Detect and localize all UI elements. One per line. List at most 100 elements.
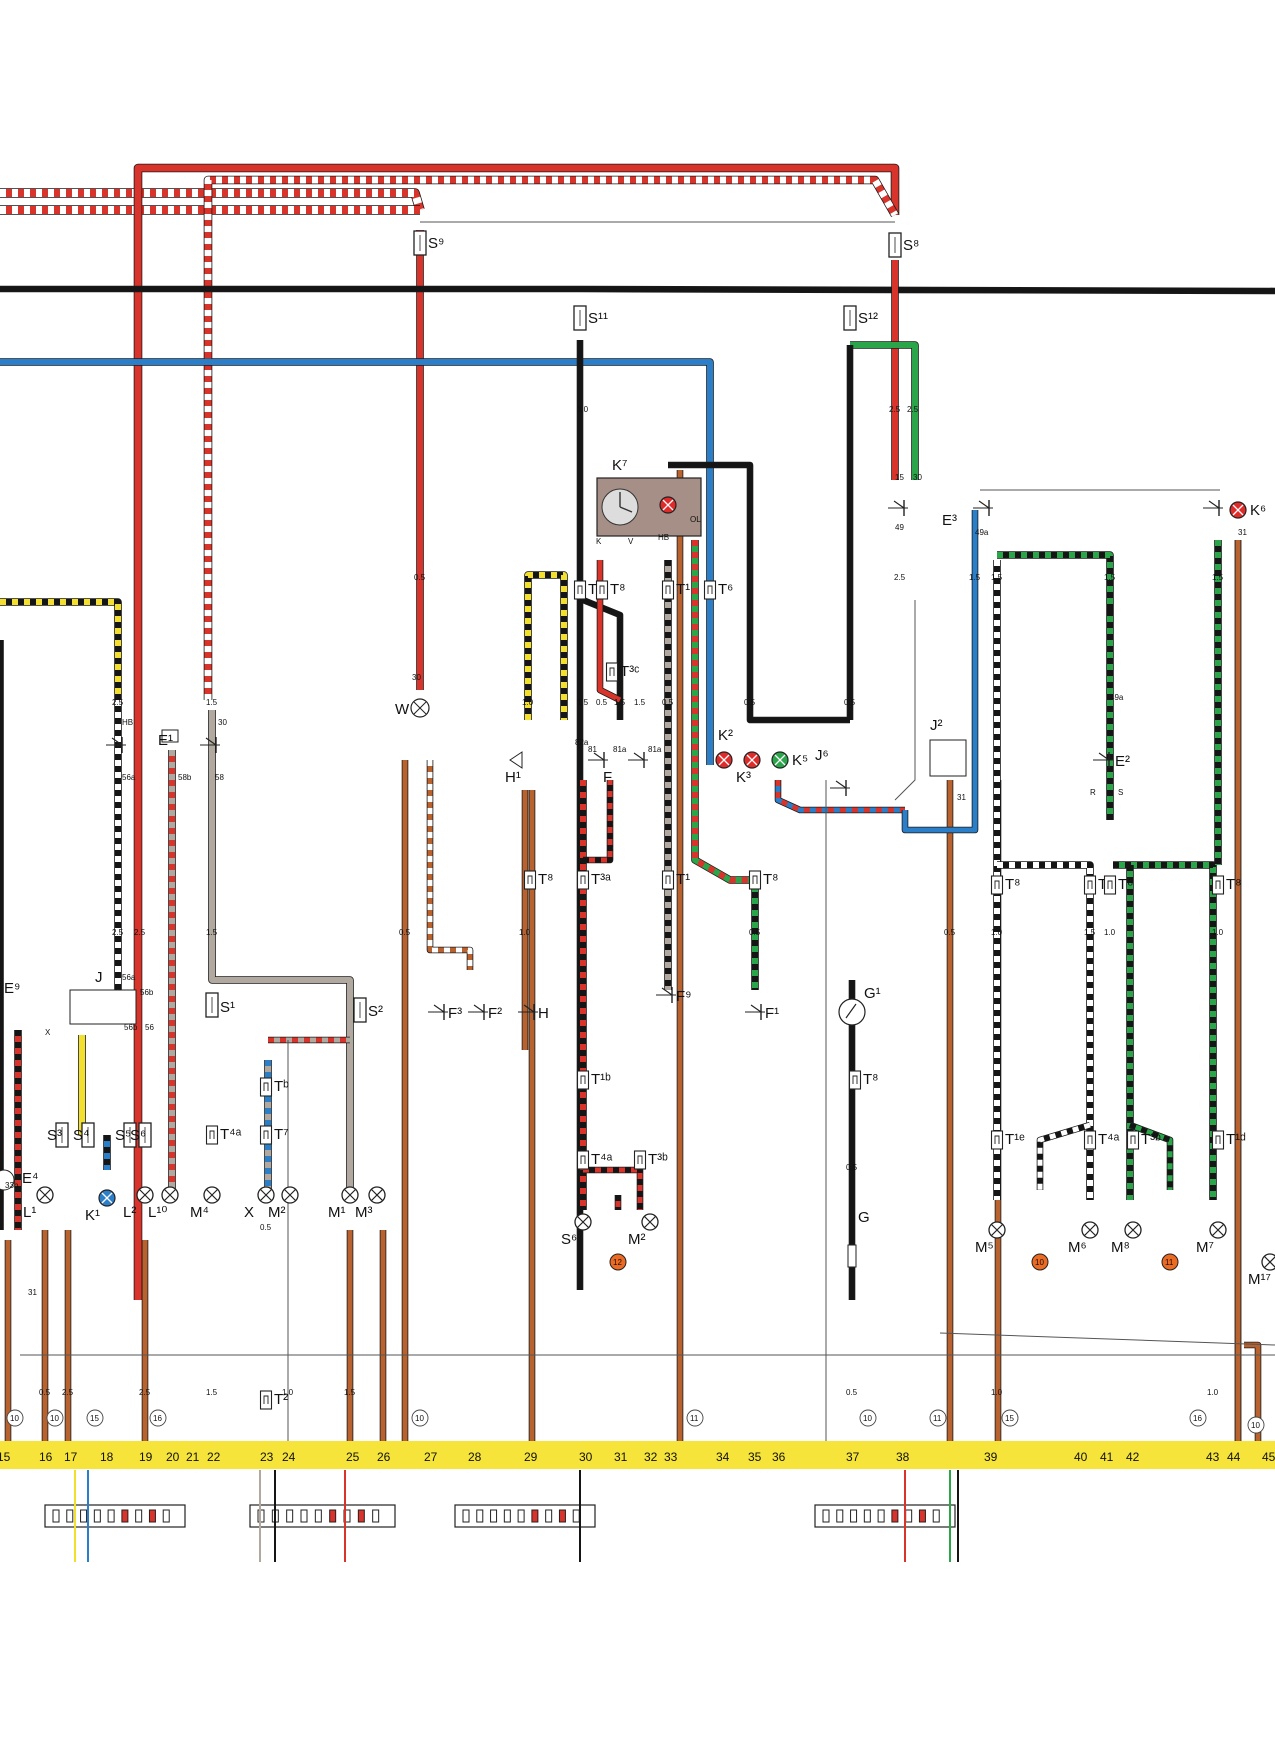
connector-pin [877,1509,885,1523]
wire-gauge-label: 1.0 [991,1388,1003,1397]
current-track-number: 21 [186,1450,200,1464]
wire-gauge-label: 0.5 [414,573,426,582]
terminal-label: 56b [124,1023,138,1032]
circled-ref: 15 [1005,1414,1014,1423]
wire-black-yellow-left [0,599,121,700]
connector-pin [314,1509,322,1523]
label-k3: K³ [736,769,751,786]
terminal-label: X [45,1028,51,1037]
label-s1: S¹ [220,999,235,1016]
warning-lamp-ref: 11 [1165,1258,1174,1267]
wire-gauge-label: 1.5 [969,573,981,582]
wire-gauge-label: 1.0 [991,928,1003,937]
wire-green-red-k3-stripe [692,540,755,883]
circled-ref-ring [929,1409,947,1427]
current-track-number: 40 [1074,1450,1088,1464]
connector-pin [162,1509,170,1523]
label-k6: K⁶ [1250,502,1266,519]
connector-pin [66,1509,74,1523]
connector-pin [490,1509,498,1523]
wire-gauge-label: 2.5 [62,1388,74,1397]
bulb-M³ [368,1186,386,1204]
label-w: W [395,701,410,718]
label-s2: S² [368,1003,383,1020]
current-track-number: 31 [614,1450,628,1464]
label-bulb: L¹⁰ [148,1204,167,1221]
wire-black-white-m6-outline [997,861,1094,1200]
wire-black-white-m6-stripe [997,862,1093,1200]
label-bulb: L¹ [23,1204,36,1221]
terminal-label: OL [690,515,701,524]
circled-ref-ring [1189,1409,1207,1427]
wire-gauge-label: 1.5 [344,1388,356,1397]
connector-T⁷ [259,1125,273,1145]
label-connector: T¹ [676,581,690,598]
label-s8: S⁸ [903,237,919,254]
warning-lamp-orange [609,1253,627,1271]
clock-hands [619,492,633,513]
label-switch: F⁹ [676,988,692,1005]
label-fuse: S⁶ [130,1127,146,1144]
horn-w-cross [413,701,427,715]
wire-black-yellow-left-outline [0,598,122,700]
wire-gauge-label: 0.5 [846,1388,858,1397]
switch-e3 [887,499,909,517]
label-connector: T⁸ [1118,876,1134,893]
switch-f-a [587,751,609,769]
wire-brown-white-f2-outline [426,760,474,970]
circled-ref: 16 [153,1414,162,1423]
terminal-label: S [1118,788,1123,797]
current-track-number: 35 [748,1450,762,1464]
label-connector: T⁷ [274,1126,289,1143]
terminal-label: 56a [122,773,136,782]
label-k5: K⁵ [792,752,808,769]
terminal-label: R [1090,788,1096,797]
wire-black-yellow-left-stripe [0,599,121,700]
wire-gauge-label: 1.0 [1212,928,1224,937]
connector-pin [107,1509,115,1523]
connector-pin [80,1509,88,1523]
circled-ref-ring [149,1409,167,1427]
gauge-g1-needle [845,1003,857,1019]
wire-gauge-label: 1.0 [1207,1388,1219,1397]
wire-gauge-label: 0.5 [399,928,411,937]
relay-j2-box [929,739,967,777]
wire-gauge-label: 1.0 [282,1388,294,1397]
terminal-label: 33b [5,1181,19,1190]
circled-ref-ring [411,1409,429,1427]
label-e3: E³ [942,512,957,529]
current-track-number: 25 [346,1450,360,1464]
label-j2: J² [930,717,943,734]
current-track-number: 44 [1227,1450,1241,1464]
wire-black-green-top-stripe [997,552,1113,610]
wire-red-white-inner-loop-stripe [204,176,899,700]
current-track-number: 38 [896,1450,910,1464]
current-track-number: 45 [1262,1450,1275,1464]
label-j: J [95,969,103,986]
terminal-label: 49a [975,528,989,537]
current-track-number: 30 [579,1450,593,1464]
wire-black-white-m6 [997,862,1093,1200]
wire-gauge-label: 1.5 [991,573,1003,582]
label-h1: H¹ [505,769,521,786]
wire-grey-e1-outline [208,710,354,1195]
wire-gauge-label: 0.5 [39,1388,51,1397]
bulb-S⁶ [574,1213,592,1231]
current-track-number: 24 [282,1450,296,1464]
wire-gauge-label: 0.5 [844,698,856,707]
connector-pin [905,1509,913,1523]
label-connector: T¹ᵈ [1226,1131,1246,1148]
label-f: F [603,769,612,786]
circled-ref: 11 [690,1414,699,1423]
connector-pin [329,1509,337,1523]
connector-T¹ᵉ [990,1130,1004,1150]
current-track-number: 16 [39,1450,53,1464]
current-track-number: 17 [64,1450,78,1464]
wire-gauge-label: 2.5 [112,928,124,937]
label-connector: T⁴ᵃ [591,1151,613,1168]
fuse-s1 [205,992,219,1018]
label-connector: T³ᵃ [591,871,611,888]
current-track-number: 34 [716,1450,730,1464]
